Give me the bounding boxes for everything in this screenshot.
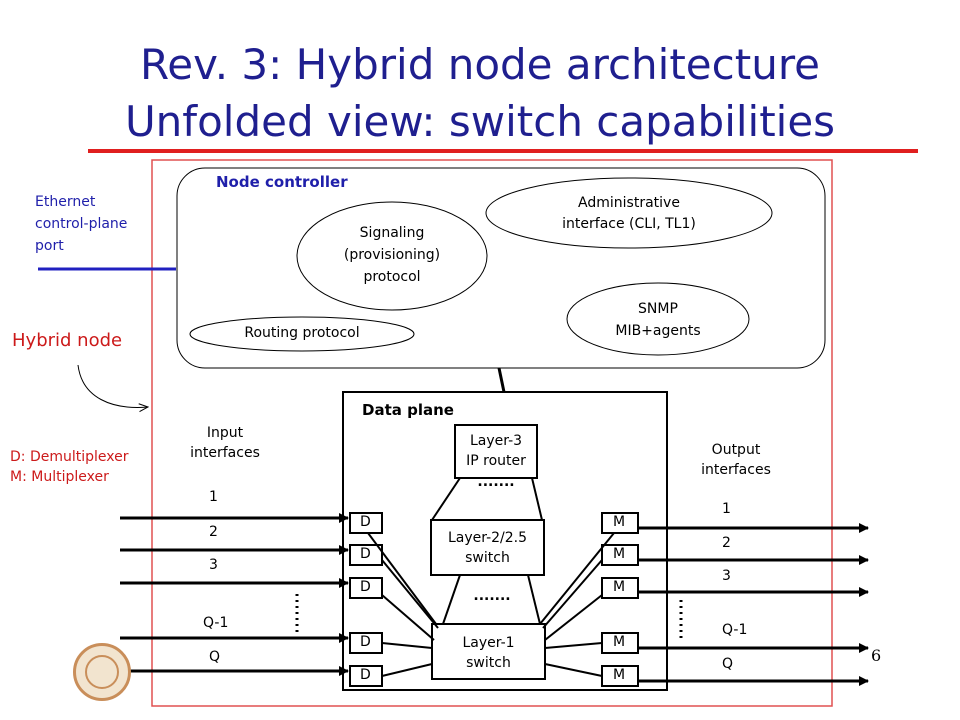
controller-dataplane-link bbox=[497, 367, 506, 393]
slide-number: 6 bbox=[871, 646, 882, 665]
layer2-switch-box bbox=[430, 519, 545, 576]
demux-label-5: D bbox=[360, 667, 371, 683]
mux-box-2 bbox=[601, 544, 639, 566]
signaling-ellipse bbox=[296, 201, 488, 311]
routing-ellipse bbox=[189, 316, 415, 352]
layer1-label: Layer-1 switch bbox=[432, 633, 545, 673]
hybrid-node-boundary bbox=[151, 159, 833, 707]
demux-box-3 bbox=[349, 577, 383, 599]
output-title-line1: Output bbox=[711, 442, 761, 458]
input-port-2: 2 bbox=[209, 524, 218, 540]
hybrid-node-label: Hybrid node bbox=[12, 330, 123, 351]
ethernet-port-label: Ethernet control-plane port bbox=[35, 191, 127, 257]
layer2-label: Layer-2/2.5 switch bbox=[431, 528, 544, 568]
admin-label-line2: interface (CLI, TL1) bbox=[562, 216, 696, 232]
input-arrows bbox=[120, 513, 349, 676]
mux-label-2: M bbox=[613, 546, 626, 562]
demux-label-1: D bbox=[360, 514, 371, 530]
output-arrows bbox=[638, 523, 869, 686]
admin-label: Administrative interface (CLI, TL1) bbox=[519, 193, 739, 235]
signaling-label-line2: (provisioning) bbox=[343, 247, 441, 263]
output-port-3: 3 bbox=[722, 568, 731, 584]
slide-title-line1: Rev. 3: Hybrid node architecture bbox=[140, 40, 820, 89]
ethernet-port-label-line2: control-plane bbox=[35, 216, 128, 232]
mux-label-3: M bbox=[613, 579, 626, 595]
layer1-label-line2: switch bbox=[466, 655, 511, 671]
layer1-label-line1: Layer-1 bbox=[462, 635, 515, 651]
input-port-q: Q bbox=[209, 649, 221, 665]
demux-group bbox=[349, 512, 383, 687]
mux-connectors bbox=[539, 532, 615, 677]
layer2-label-line2: switch bbox=[465, 550, 510, 566]
ellipsis-lower: ....... bbox=[473, 588, 511, 604]
signaling-label-line3: protocol bbox=[363, 269, 421, 285]
layer2-label-line1: Layer-2/2.5 bbox=[447, 530, 528, 546]
input-port-3: 3 bbox=[209, 557, 218, 573]
layer3-label-line1: Layer-3 bbox=[469, 433, 523, 449]
input-title-line1: Input bbox=[206, 425, 244, 441]
data-plane-title: Data plane bbox=[362, 401, 454, 419]
admin-ellipse bbox=[485, 177, 773, 249]
university-seal-logo bbox=[73, 643, 131, 701]
demux-connectors bbox=[367, 532, 439, 677]
demux-box-1 bbox=[349, 512, 383, 534]
layer3-router-box bbox=[454, 424, 538, 479]
signaling-label-line1: Signaling bbox=[359, 225, 425, 241]
routing-label: Routing protocol bbox=[244, 325, 360, 341]
output-port-1: 1 bbox=[722, 501, 731, 517]
ellipsis-upper: ....... bbox=[477, 474, 515, 490]
hybrid-node-pointer bbox=[77, 364, 148, 407]
ethernet-port-label-line3: port bbox=[35, 238, 64, 254]
mux-box-3 bbox=[601, 577, 639, 599]
mux-legend: D: Demultiplexer M: Multiplexer bbox=[10, 447, 129, 487]
snmp-label-line2: MIB+agents bbox=[615, 323, 701, 339]
mux-label-4: M bbox=[613, 634, 626, 650]
demux-label-2: D bbox=[360, 546, 371, 562]
node-controller-title: Node controller bbox=[216, 173, 348, 191]
demux-box-2 bbox=[349, 544, 383, 566]
output-interfaces-title: Output interfaces bbox=[676, 440, 796, 480]
output-title-line2: interfaces bbox=[701, 462, 771, 478]
ethernet-port-label-line1: Ethernet bbox=[35, 194, 96, 210]
snmp-ellipse bbox=[566, 282, 750, 356]
demux-label-3: D bbox=[360, 579, 371, 595]
mux-box-1 bbox=[601, 512, 639, 534]
signaling-label: Signaling (provisioning) protocol bbox=[322, 222, 462, 288]
input-port-q-1: Q-1 bbox=[203, 615, 229, 631]
mux-label-5: M bbox=[613, 667, 626, 683]
slide-title-line2: Unfolded view: switch capabilities bbox=[124, 97, 836, 146]
mux-group bbox=[601, 512, 639, 687]
layer3-label-line2: IP router bbox=[466, 453, 526, 469]
snmp-label-line1: SNMP bbox=[638, 301, 678, 317]
stack-connectors bbox=[431, 477, 543, 625]
input-port-1: 1 bbox=[209, 489, 218, 505]
demux-label-4: D bbox=[360, 634, 371, 650]
input-title-line2: interfaces bbox=[190, 445, 260, 461]
admin-label-line1: Administrative bbox=[578, 195, 680, 211]
snmp-label: SNMP MIB+agents bbox=[588, 298, 728, 342]
legend-demux: D: Demultiplexer bbox=[10, 449, 129, 465]
mux-label-1: M bbox=[613, 514, 626, 530]
layer3-label: Layer-3 IP router bbox=[455, 431, 537, 471]
layer1-switch-box bbox=[431, 623, 546, 680]
legend-mux: M: Multiplexer bbox=[10, 469, 109, 485]
output-port-2: 2 bbox=[722, 535, 731, 551]
output-port-q-1: Q-1 bbox=[722, 622, 748, 638]
output-port-q: Q bbox=[722, 656, 734, 672]
input-interfaces-title: Input interfaces bbox=[165, 423, 285, 463]
